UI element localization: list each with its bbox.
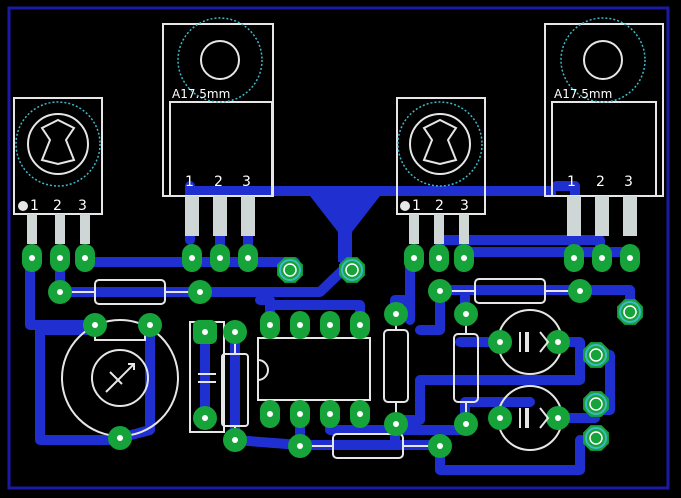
pin1-marker [400, 201, 410, 211]
drill-hole [57, 255, 63, 261]
via-ring [341, 259, 363, 281]
drill-hole [357, 322, 363, 328]
pin-label: 3 [460, 198, 469, 214]
drill-hole [437, 288, 443, 294]
drill-hole [202, 415, 208, 421]
drill-hole [245, 255, 251, 261]
via-ring [585, 393, 607, 415]
drill-hole [117, 435, 123, 441]
drill-hole [217, 255, 223, 261]
drill-hole [497, 339, 503, 345]
component-symbols [105, 331, 550, 429]
drill-hole [627, 255, 633, 261]
drill-hole [82, 255, 88, 261]
pin-label: 1 [412, 198, 421, 214]
pin-label: 2 [435, 198, 444, 214]
reg-right-large-label: A17.5mm [554, 87, 612, 101]
via-ring [619, 301, 641, 323]
drill-hole [497, 415, 503, 421]
drill-hole [393, 421, 399, 427]
drill-hole [463, 421, 469, 427]
drill-hole [29, 255, 35, 261]
silk-labels: A17.5mm A17.5mm 1 2 3 1 2 3 1 2 3 1 2 3 [18, 87, 633, 214]
board-outline [7, 6, 670, 490]
drill-hole [147, 322, 153, 328]
drill-hole [297, 322, 303, 328]
drill-hole [202, 329, 208, 335]
drill-hole [297, 411, 303, 417]
via-ring [283, 263, 297, 277]
via-ring [623, 305, 637, 319]
drill-hole [437, 443, 443, 449]
pin1-marker [18, 201, 28, 211]
pads [22, 244, 640, 458]
drill-hole [436, 255, 442, 261]
ic-body [257, 337, 371, 401]
pin-label: 3 [624, 174, 633, 190]
pin-label: 3 [242, 174, 251, 190]
drill-hole [189, 255, 195, 261]
drill-hole [555, 339, 561, 345]
pin-label: 2 [596, 174, 605, 190]
drill-hole [411, 255, 417, 261]
drill-hole [267, 322, 273, 328]
vias [277, 257, 643, 451]
pin-label: 1 [30, 198, 39, 214]
via-ring [589, 397, 603, 411]
regulator-leads [27, 196, 637, 244]
drill-hole [327, 411, 333, 417]
via-ring [585, 427, 607, 449]
drill-hole [577, 288, 583, 294]
drill-hole [267, 411, 273, 417]
via-ring [279, 259, 301, 281]
drill-hole [461, 255, 467, 261]
drill-hole [232, 437, 238, 443]
drill-hole [57, 289, 63, 295]
reg-left-large-label: A17.5mm [172, 87, 230, 101]
drill-hole [232, 329, 238, 335]
pin-label: 1 [185, 174, 194, 190]
ground-copper-area [190, 186, 556, 262]
drill-hole [327, 322, 333, 328]
via-ring [345, 263, 359, 277]
pin-label: 3 [78, 198, 87, 214]
drill-hole [393, 311, 399, 317]
pin-label: 1 [567, 174, 576, 190]
drill-hole [197, 289, 203, 295]
via-ring [589, 431, 603, 445]
via-ring [589, 348, 603, 362]
via-ring [585, 344, 607, 366]
pin-label: 2 [214, 174, 223, 190]
pin-label: 2 [53, 198, 62, 214]
drill-hole [599, 255, 605, 261]
drill-hole [555, 415, 561, 421]
drill-hole [463, 311, 469, 317]
drill-hole [357, 411, 363, 417]
drill-hole [297, 443, 303, 449]
drill-hole [92, 322, 98, 328]
heatsinks [15, 17, 646, 187]
drill-hole [571, 255, 577, 261]
